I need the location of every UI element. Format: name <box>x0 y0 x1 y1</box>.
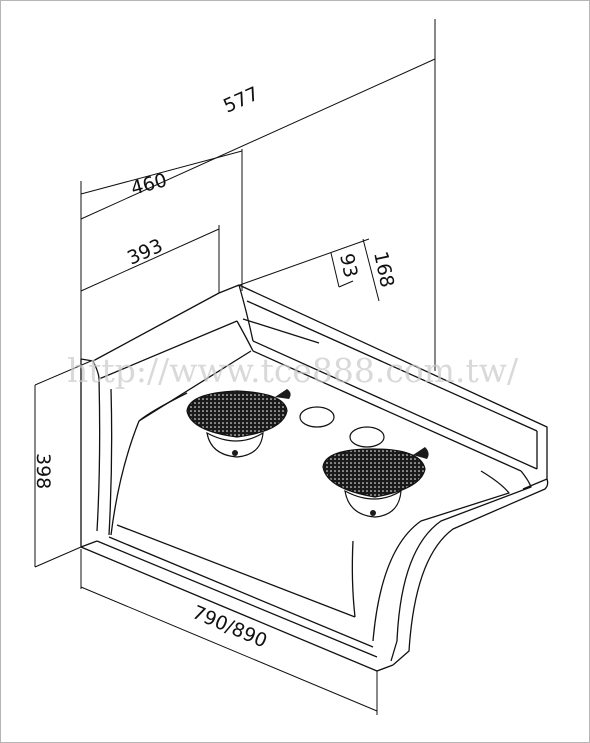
burner-right-lamp <box>344 489 402 518</box>
dim-height-left: 398 <box>32 453 54 489</box>
dimension-lines <box>34 19 436 715</box>
burner-left-mesh <box>186 390 288 438</box>
burner-right-mesh <box>322 448 426 498</box>
dim-height-total: 168 <box>369 249 398 289</box>
burner-left <box>186 389 291 458</box>
hood-body <box>80 284 549 672</box>
dim-depth-inner: 393 <box>124 235 166 270</box>
dim-height-front: 93 <box>335 251 362 279</box>
burner-right-knob <box>413 447 429 459</box>
burner-left-lamp <box>206 431 264 458</box>
dim-total-depth: 577 <box>220 83 262 118</box>
burner-left-knob <box>275 389 291 399</box>
watermark-text: http://www.tce888.com.tw/ <box>67 351 519 390</box>
control-button-right <box>349 426 385 448</box>
burner-right <box>322 447 429 518</box>
control-button-left <box>299 406 335 428</box>
dim-depth-mid: 460 <box>129 169 170 200</box>
